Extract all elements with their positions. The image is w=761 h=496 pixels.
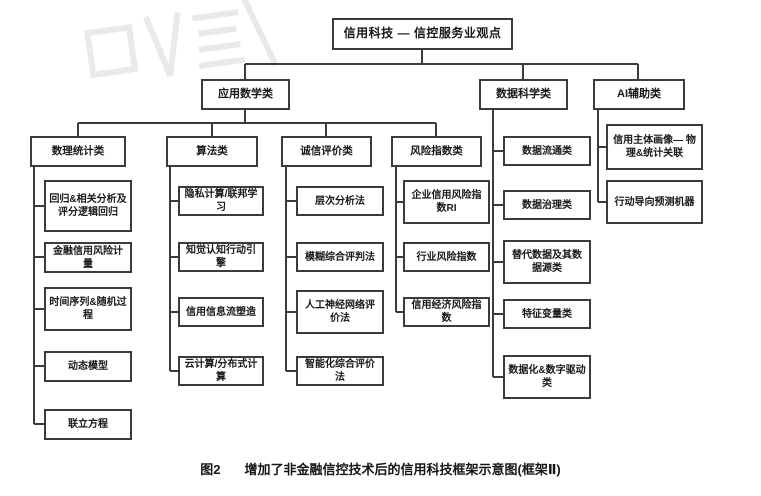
node-fin-credit-risk: 金融信用风险计量 bbox=[44, 242, 132, 273]
node-perception-engine: 知觉认知行动引擎 bbox=[178, 242, 264, 272]
node-dynamic-model: 动态模型 bbox=[44, 351, 132, 382]
node-risk-index: 风险指数类 bbox=[391, 136, 482, 167]
node-credit-portrait: 信用主体画像— 物理&统计关联 bbox=[606, 124, 703, 170]
node-enterprise-ri: 企业信用风险指数RI bbox=[403, 180, 490, 224]
node-ai-assist: AI辅助类 bbox=[593, 79, 685, 110]
node-feature-vars: 特征变量类 bbox=[503, 299, 591, 329]
node-simultaneous-eq: 联立方程 bbox=[44, 409, 132, 440]
node-privacy-compute: 隐私计算/联邦学习 bbox=[178, 186, 264, 216]
node-data-science: 数据科学类 bbox=[479, 79, 568, 110]
node-time-series: 时间序列&随机过程 bbox=[44, 287, 132, 331]
node-data-governance: 数据治理类 bbox=[503, 190, 591, 220]
node-data-circulation: 数据流通类 bbox=[503, 136, 591, 166]
node-alt-data: 替代数据及其数据源类 bbox=[503, 240, 591, 284]
node-ann-eval: 人工神经网络评价法 bbox=[296, 290, 384, 334]
node-action-predict: 行动导向预测机器 bbox=[606, 180, 703, 224]
node-math-stats: 数理统计类 bbox=[30, 136, 126, 167]
node-algorithms: 算法类 bbox=[166, 136, 258, 167]
node-smart-eval: 智能化综合评价法 bbox=[296, 356, 384, 386]
node-credit-econ-ri: 信用经济风险指数 bbox=[403, 297, 490, 327]
node-integrity-eval: 诚信评价类 bbox=[281, 136, 372, 167]
node-data-driven: 数据化&数字驱动类 bbox=[503, 355, 591, 399]
node-industry-ri: 行业风险指数 bbox=[403, 242, 490, 272]
node-root: 信用科技 — 信控服务业观点 bbox=[332, 18, 513, 50]
figure-number: 图2 bbox=[200, 462, 221, 477]
node-applied-math: 应用数学类 bbox=[201, 79, 290, 110]
node-credit-info-flow: 信用信息流塑造 bbox=[178, 297, 264, 327]
node-cloud-compute: 云计算/分布式计算 bbox=[178, 356, 264, 386]
node-fuzzy-eval: 模糊综合评判法 bbox=[296, 242, 384, 272]
node-ahp: 层次分析法 bbox=[296, 186, 384, 216]
figure-caption: 图2 增加了非金融信控技术后的信用科技框架示意图(框架Ⅱ) bbox=[0, 459, 761, 478]
figure-title: 增加了非金融信控技术后的信用科技框架示意图(框架Ⅱ) bbox=[244, 462, 561, 477]
node-regression: 回归&相关分析及评分逻辑回归 bbox=[44, 180, 132, 232]
